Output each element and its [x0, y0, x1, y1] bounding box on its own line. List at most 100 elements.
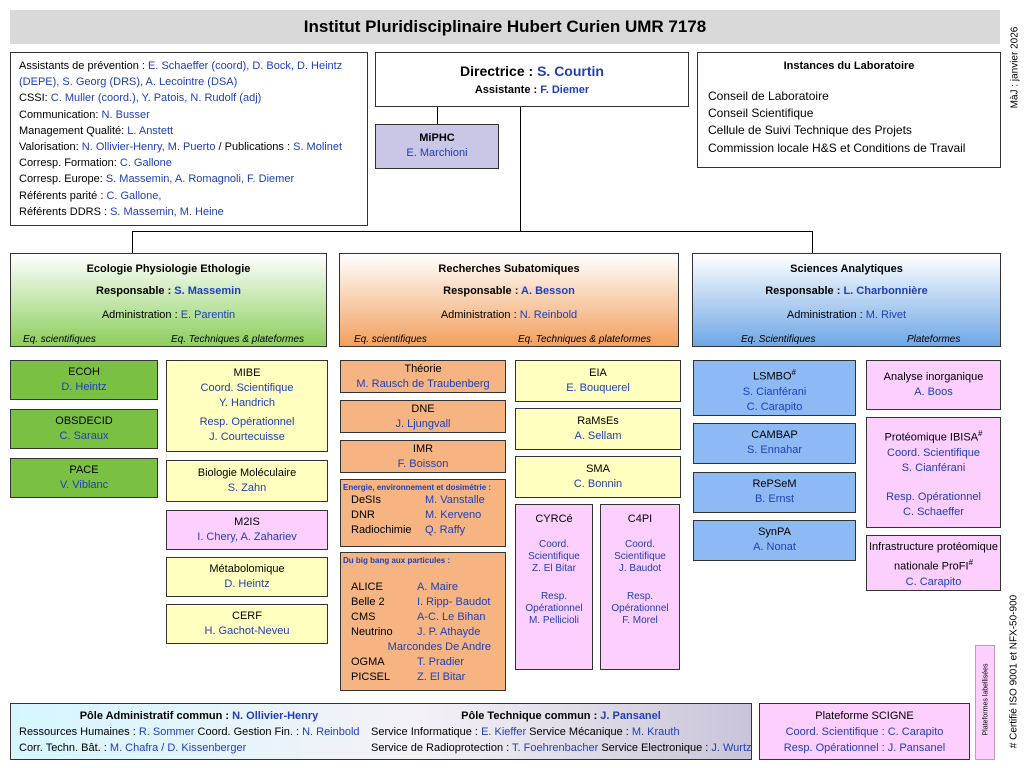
- platform-mibe: MIBE Coord. Scientifique Y. Handrich Res…: [166, 360, 328, 452]
- instance-item: Conseil de Laboratoire: [708, 89, 829, 103]
- connector-dsa: [812, 231, 813, 253]
- pole-tech-title: Pôle Technique commun : J. Pansanel: [461, 710, 661, 722]
- dept-drs-sub2: Eq. Techniques & plateformes: [518, 334, 652, 345]
- info-line-communication: Communication: N. Busser: [19, 108, 150, 121]
- platform-c4pi: C4PI Coord. Scientifique J. Baudot Resp.…: [600, 504, 680, 670]
- dept-dsa-sub2: Plateformes: [907, 334, 961, 345]
- director-line: Directrice : S. Courtin: [460, 63, 604, 79]
- info-line-cssi: CSSI: C. Muller (coord.), Y. Patois, N. …: [19, 92, 262, 105]
- instances-list: Conseil de Laboratoire Conseil Scientifi…: [708, 88, 990, 157]
- page-title: Institut Pluridisciplinaire Hubert Curie…: [303, 17, 707, 36]
- connector-director-miphc: [437, 107, 438, 124]
- iso-note: # Certifié ISO 9001 et NFX-50-900: [1004, 590, 1022, 760]
- instances-box: Instances du Laboratoire Conseil de Labo…: [697, 52, 1001, 168]
- group-bigbang-title: Du big bang aux particules :: [343, 556, 451, 565]
- dept-dsa-sub1: Eq. Scientifiques: [741, 334, 816, 345]
- dept-drs-sub1: Eq. scientifiques: [354, 334, 427, 345]
- miphc-name: E. Marchioni: [406, 147, 468, 159]
- pole-tech: Pôle Technique commun : J. Pansanel Serv…: [371, 708, 752, 756]
- pole-admin-line1: Ressources Humaines : R. Sommer Coord. G…: [19, 726, 360, 738]
- info-line-valorisation: Valorisation: N. Ollivier-Henry, M. Puer…: [19, 141, 343, 154]
- scigne-line1: Coord. Scientifique : C. Carapito: [785, 726, 944, 738]
- info-line-formation: Corresp. Formation: C. Gallone: [19, 157, 172, 170]
- dept-epe-sub1: Eq. scientifiques: [23, 334, 96, 345]
- connector-epe: [132, 231, 133, 253]
- platform-legend: Plateformes labellisées: [975, 645, 995, 760]
- update-note-text: MàJ : janvier 2026: [1009, 26, 1021, 109]
- dept-dsa-admin: Administration : M. Rivet: [786, 309, 907, 321]
- info-line-quality: Management Qualité: L. Anstett: [19, 124, 174, 137]
- info-line-prevention: Assistants de prévention : E. Schaeffer …: [19, 60, 343, 89]
- platform-legend-text: Plateformes labellisées: [982, 663, 990, 736]
- info-line-europe: Corresp. Europe: S. Massemin, A. Romagno…: [19, 173, 295, 186]
- team-lsmbo: LSMBO# S. Cianférani C. Carapito: [693, 360, 856, 416]
- director-box: Directrice : S. Courtin Assistante : F. …: [375, 52, 689, 107]
- dept-epe-title: Ecologie Physiologie Ethologie: [86, 263, 251, 275]
- team-neutrino-extra: Marcondes De Andre: [387, 641, 491, 653]
- scigne-title: Plateforme SCIGNE: [815, 710, 914, 722]
- title-bar: Institut Pluridisciplinaire Hubert Curie…: [10, 10, 1000, 44]
- instances-title: Instances du Laboratoire: [783, 60, 915, 72]
- instance-item: Cellule de Suivi Technique des Projets: [708, 123, 912, 138]
- dept-drs-title: Recherches Subatomiques: [438, 263, 580, 275]
- assistant-line: Assistante : F. Diemer: [474, 84, 590, 96]
- pole-admin-line2: Corr. Techn. Bât. : M. Chafra / D. Kisse…: [19, 742, 247, 754]
- scigne-line2: Resp. Opérationnel : J. Pansanel: [783, 742, 946, 754]
- dept-dsa-resp: Responsable : L. Charbonnière: [765, 285, 928, 297]
- group-energie: Energie, environnement et dosimétrie : D…: [340, 479, 506, 547]
- instance-item: Conseil Scientifique: [708, 106, 814, 121]
- dept-epe-resp: Responsable : S. Massemin: [96, 285, 241, 297]
- platform-scigne: Plateforme SCIGNE Coord. Scientifique : …: [759, 703, 970, 760]
- dept-drs-admin: Administration : N. Reinbold: [440, 309, 578, 321]
- dept-epe-admin: Administration : E. Parentin: [101, 309, 236, 321]
- info-line-parite: Référents parité : C. Gallone,: [19, 189, 162, 202]
- dept-drs-header: Recherches Subatomiques Responsable : A.…: [339, 253, 679, 347]
- dept-drs-resp: Responsable : A. Besson: [443, 285, 575, 297]
- info-line-ddrs: Référents DDRS : S. Massemin, M. Heine: [19, 205, 224, 218]
- dept-epe-header: Ecologie Physiologie Ethologie Responsab…: [10, 253, 327, 347]
- dept-dsa-title: Sciences Analytiques: [790, 263, 903, 275]
- connector-horizontal: [132, 231, 813, 232]
- instance-item: Commission locale H&S et Conditions de T…: [708, 140, 966, 155]
- connector-director-trunk: [520, 107, 521, 231]
- pole-admin-title: Pôle Administratif commun : N. Ollivier-…: [79, 710, 319, 722]
- dept-dsa-header: Sciences Analytiques Responsable : L. Ch…: [692, 253, 1001, 347]
- pole-tech-line1: Service Informatique : E. Kieffer Servic…: [371, 726, 680, 738]
- iso-note-text: # Certifié ISO 9001 et NFX-50-900: [1008, 594, 1020, 749]
- pole-admin: Pôle Administratif commun : N. Ollivier-…: [19, 708, 379, 756]
- poles-box: Pôle Administratif commun : N. Ollivier-…: [10, 703, 752, 760]
- pole-tech-line2: Service de Radioprotection : T. Foehrenb…: [371, 742, 752, 754]
- platform-cyrce: CYRCé Coord. Scientifique Z. El Bitar Re…: [515, 504, 593, 670]
- platform-profi: Infrastructure protéomique nationale Pro…: [866, 535, 1001, 591]
- group-energie-title: Energie, environnement et dosimétrie :: [343, 483, 492, 492]
- dept-epe-sub2: Eq. Techniques & plateformes: [171, 334, 305, 345]
- miphc-box: MiPHC E. Marchioni: [375, 124, 499, 169]
